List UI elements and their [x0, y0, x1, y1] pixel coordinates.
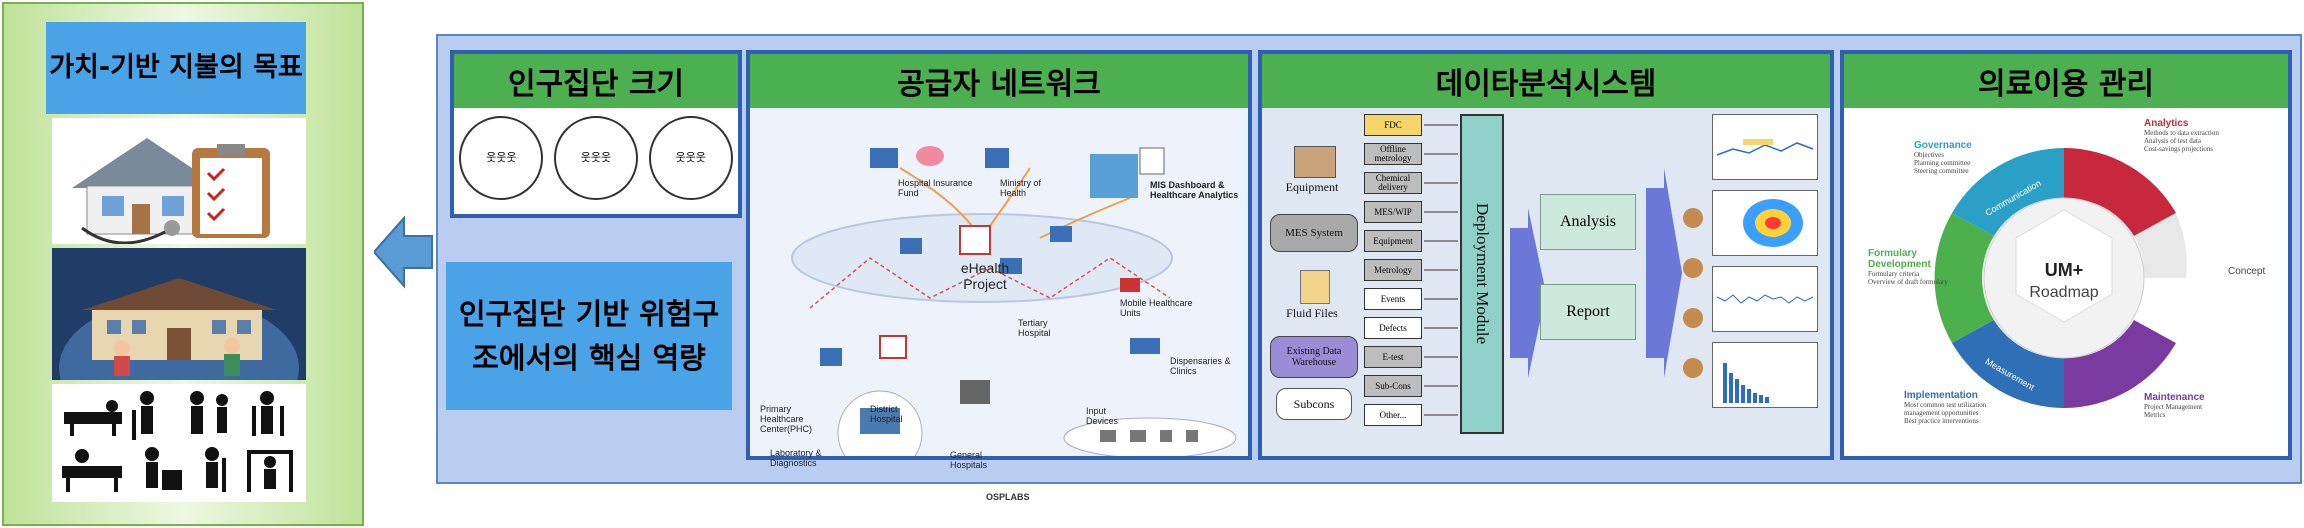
deployment-module: Deployment Module	[1460, 114, 1504, 434]
population-circle-medium: 웃웃웃	[553, 116, 638, 200]
chart-thumbnail-2	[1712, 190, 1818, 256]
process-steps: FDC Offline metrology Chemical delivery …	[1364, 114, 1424, 426]
step-e-test: E-test	[1364, 346, 1422, 368]
step-metrology: Metrology	[1364, 259, 1422, 281]
um-center-subtitle: Roadmap	[2029, 284, 2099, 301]
label-mis: MIS Dashboard & Healthcare Analytics	[1150, 180, 1239, 200]
label-insurance: Hospital Insurance Fund	[898, 178, 973, 198]
label-tertiary: Tertiary Hospital	[1018, 318, 1051, 338]
source-fluid-files: Fluid Files	[1286, 306, 1338, 320]
chart-thumbnail-3	[1712, 266, 1818, 332]
fluid-files-icon	[1300, 270, 1330, 304]
provider-network-section: 공급자 네트워크 Hospital Insurance Fund Ministr…	[746, 50, 1252, 502]
um-roadmap-diagram: UM+ Roadmap Communication Measurement An…	[1844, 108, 2288, 456]
source-subcons: Subcons	[1276, 388, 1352, 420]
population-size-section: 인구집단 크기 웃웃웃 웃웃웃 웃웃웃	[450, 50, 742, 218]
module-arrow-icon	[1510, 208, 1546, 378]
label-mobile: Mobile Healthcare Units	[1120, 298, 1193, 318]
analyst-figures	[1676, 198, 1710, 398]
chart-thumbnail-4	[1712, 342, 1818, 408]
um-center-title: UM+	[2044, 260, 2084, 280]
step-connectors	[1424, 124, 1458, 416]
hospital-community-icon	[52, 248, 306, 438]
step-defects: Defects	[1364, 317, 1422, 339]
osplabs-logo: OSPLABS	[986, 492, 1030, 502]
source-mes-system: MES System	[1270, 214, 1358, 252]
rehabilitation-pictograms-icon	[52, 384, 306, 502]
label-district: District Hospital	[870, 404, 903, 424]
step-chemical-delivery: Chemical delivery	[1364, 172, 1422, 194]
segment-concept: Concept	[2228, 266, 2266, 277]
label-lab: Laboratory & Diagnostics	[770, 448, 822, 468]
segment-maintenance: Maintenance Project Management Metrics	[2144, 392, 2205, 419]
step-mes-wip: MES/WIP	[1364, 201, 1422, 223]
utilization-management-section: 의료이용 관리 UM+ Roadmap Communication Measur…	[1840, 50, 2292, 460]
um-roadmap-ring	[1934, 148, 2187, 408]
equipment-icon	[1294, 146, 1336, 178]
core-capability-text: 인구집단 기반 위험구조에서의 핵심 역량	[446, 262, 732, 410]
step-events: Events	[1364, 288, 1422, 310]
output-arrow-icon	[1646, 168, 1682, 378]
source-equipment: Equipment	[1285, 180, 1339, 194]
data-analysis-section: 데이타분석시스템 Equipment MES System Fluid File…	[1258, 50, 1834, 460]
source-existing-data-warehouse: Existing Data Warehouse	[1270, 336, 1358, 378]
population-size-heading: 인구집단 크기	[454, 54, 738, 108]
left-arrow-icon	[374, 215, 433, 289]
segment-governance: Governance Objectives Planning committee…	[1914, 140, 1972, 175]
data-analysis-heading: 데이타분석시스템	[1262, 54, 1830, 108]
step-offline-metrology: Offline metrology	[1364, 143, 1422, 165]
label-dispensaries: Dispensaries & Clinics	[1170, 356, 1231, 376]
segment-formulary: Formulary Development Formulary criteria…	[1868, 248, 1948, 286]
house-stethoscope-checklist-icon	[52, 118, 306, 245]
segment-analytics: Analytics Methods to data extraction Ana…	[2144, 118, 2219, 153]
provider-network-diagram: Hospital Insurance Fund Ministry of Heal…	[750, 108, 1248, 502]
population-circle-small: 웃웃웃	[459, 116, 544, 200]
step-other: Other...	[1364, 404, 1422, 426]
label-general: General Hospitals	[950, 450, 988, 470]
step-fdc: FDC	[1364, 114, 1422, 136]
chart-thumbnail-1	[1712, 114, 1818, 180]
step-equipment: Equipment	[1364, 230, 1422, 252]
label-primary: Primary Healthcare Center(PHC)	[760, 404, 813, 434]
output-analysis: Analysis	[1540, 194, 1636, 250]
step-sub-cons: Sub-Cons	[1364, 375, 1422, 397]
data-analysis-diagram: Equipment MES System Fluid Files Existin…	[1262, 108, 1830, 456]
segment-implementation: Implementation Most common test utilizat…	[1904, 390, 1987, 425]
utilization-management-heading: 의료이용 관리	[1844, 54, 2288, 108]
label-input: Input Devices	[1086, 406, 1119, 426]
label-ministry: Ministry of Health	[1000, 178, 1042, 198]
provider-network-heading: 공급자 네트워크	[750, 54, 1248, 108]
output-report: Report	[1540, 284, 1636, 340]
population-circle-large: 웃웃웃	[648, 116, 733, 200]
value-based-payment-title: 가치-기반 지불의 목표	[46, 22, 306, 114]
ehealth-project-title: eHealth Project	[960, 260, 1010, 292]
